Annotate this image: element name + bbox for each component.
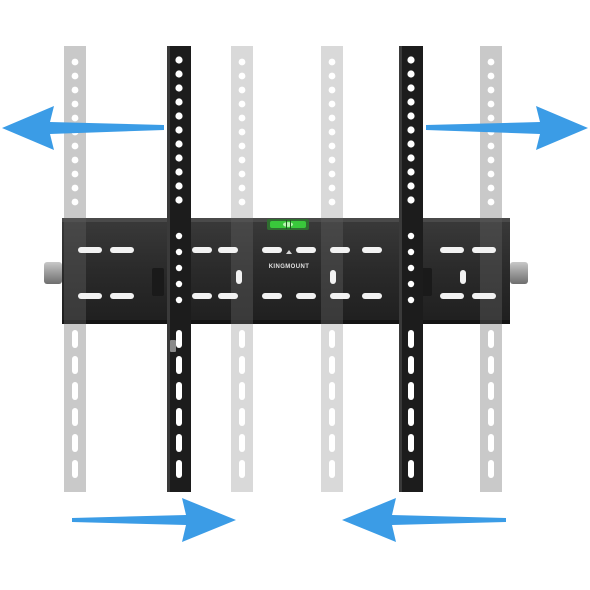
left-knob xyxy=(44,262,62,284)
arrow-left-top-icon xyxy=(2,106,164,150)
right-knob xyxy=(510,262,528,284)
plate-slots xyxy=(78,247,496,299)
arrow-right-top-icon xyxy=(426,106,588,150)
direction-arrows xyxy=(2,106,588,542)
dark-arms xyxy=(167,46,423,492)
arrow-left-bottom-icon xyxy=(342,498,506,542)
arrow-right-bottom-icon xyxy=(72,498,236,542)
brand-logo: KINGMOUNT xyxy=(269,250,310,270)
wall-plate: KINGMOUNT xyxy=(62,218,510,324)
left-clamp xyxy=(152,268,164,296)
left-arm-screw xyxy=(170,340,176,352)
dark-arm-left xyxy=(167,46,191,492)
bubble-level xyxy=(267,219,309,230)
side-knobs xyxy=(44,262,528,284)
brand-text: KINGMOUNT xyxy=(269,264,310,270)
dark-arm-right xyxy=(399,46,423,492)
